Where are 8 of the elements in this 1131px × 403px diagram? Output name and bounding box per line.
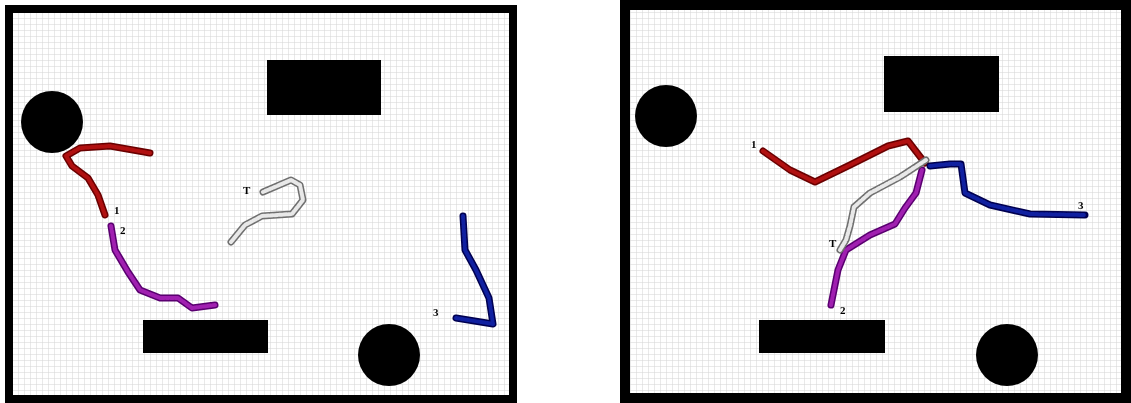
trajectory-label: 2 (840, 305, 846, 316)
trajectory-label: 3 (433, 307, 439, 318)
trajectory-label: T (829, 238, 837, 249)
trajectory-label: 1 (114, 205, 120, 216)
trajectory-label: 2 (120, 225, 126, 236)
trajectory-label: T (243, 185, 251, 196)
trajectory-label: 1 (751, 139, 757, 150)
trajectory-label: 3 (1078, 200, 1084, 211)
